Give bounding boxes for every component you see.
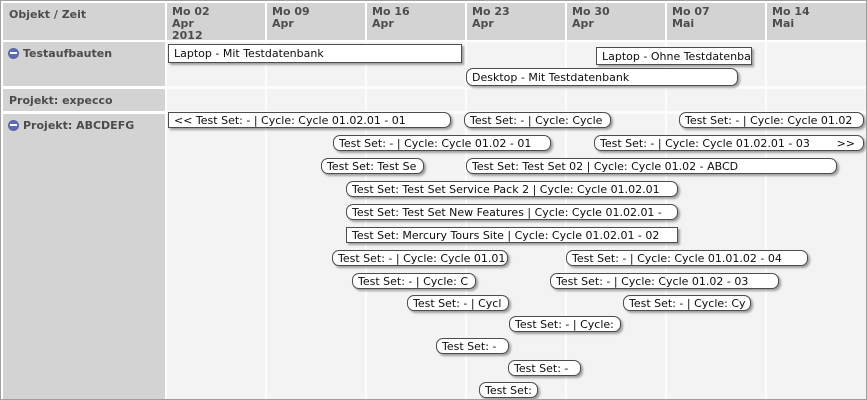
- gantt-bar-label: Test Set: - | Cycle:: [515, 317, 614, 331]
- gantt-bar[interactable]: Test Set: - | Cycle: Cycle: [464, 112, 611, 128]
- collapse-minus-icon[interactable]: [8, 120, 19, 131]
- gantt-bar-label: Test Set: Test Se: [327, 159, 417, 173]
- timeline-grid: [167, 42, 866, 399]
- gantt-bar-label: Test Set: Mercury Tours Site | Cycle: Cy…: [352, 228, 660, 242]
- gantt-bar-label: Test Set: - | Cycle: Cycle 01.02 - 01: [339, 136, 532, 150]
- gantt-bar-label: Test Set: - | Cycl: [413, 296, 502, 310]
- gantt-bar[interactable]: Test Set: - | Cycle: Cycle 01.02: [679, 112, 864, 128]
- gantt-bar-label: Test Set: -: [442, 339, 497, 353]
- gantt-bar[interactable]: Test Set: - | Cycle: C: [352, 273, 476, 289]
- gantt-bar[interactable]: Desktop - Mit Testdatenbank: [466, 68, 738, 86]
- week-column: [167, 42, 265, 399]
- gantt-bar[interactable]: Laptop - Ohne Testdatenbank: [596, 47, 752, 65]
- gantt-bar-label: Test Set: - | Cycle: Cycle: [470, 113, 603, 127]
- gantt-bar[interactable]: Test Set: Test Se: [321, 158, 424, 174]
- gantt-bar[interactable]: Test Set: Test Set New Features | Cycle:…: [346, 204, 678, 220]
- gantt-bar[interactable]: Test Set: -: [508, 360, 581, 376]
- sidebar-row-label: Projekt: ABCDEFG: [23, 119, 135, 132]
- section-separator: [167, 86, 866, 89]
- gantt-bar-label: Test Set: - | Cycle: Cycle 01.01: [338, 251, 506, 265]
- gantt-bar-label: Test Set: - | Cycle: Cycle 01.02.01 - 03: [600, 136, 810, 150]
- timeline-header-week: Mo 02 Apr 2012: [167, 3, 265, 42]
- gantt-bar-label: Test Set: Test Set 02 | Cycle: Cycle 01.…: [472, 159, 739, 173]
- week-column: [667, 42, 765, 399]
- week-column: [767, 42, 866, 399]
- gantt-bar[interactable]: Test Set: -: [436, 338, 509, 354]
- gantt-bar-label: Test Set: Test Set Service Pack 2 | Cycl…: [352, 182, 660, 196]
- gantt-bar-label: Test Set: Test Set New Features | Cycle:…: [352, 205, 662, 219]
- gantt-bar-label: Test Set: -: [514, 361, 569, 375]
- column-header-objekt-zeit: Objekt / Zeit: [3, 3, 165, 40]
- gantt-bar[interactable]: Test Set: - | Cycle: Cycle 01.02.01 - 03…: [594, 135, 864, 151]
- gantt-bar-label: Laptop - Mit Testdatenbank: [174, 47, 324, 60]
- gantt-bar-label: Desktop - Mit Testdatenbank: [472, 70, 630, 84]
- gantt-bar[interactable]: Test Set: - | Cycle: Cycle 01.02 - 01: [333, 135, 551, 151]
- week-column: [567, 42, 665, 399]
- timeline-header-week: Mo 23 Apr: [467, 3, 565, 40]
- sidebar-row-label: Testaufbauten: [23, 47, 113, 60]
- gantt-bar[interactable]: << Test Set: - | Cycle: Cycle 01.02.01 -…: [168, 112, 451, 128]
- gantt-bar-label: Laptop - Ohne Testdatenbank: [602, 49, 751, 63]
- gantt-bar-label: << Test Set: - | Cycle: Cycle 01.02.01 -…: [174, 113, 406, 127]
- timeline-header-week: Mo 14 Mai: [767, 3, 866, 40]
- week-column: [267, 42, 365, 399]
- gantt-bar-label: Test Set:: [485, 383, 532, 397]
- gantt-bar-label: Test Set: - | Cycle: C: [358, 274, 469, 288]
- timeline-header-week: Mo 09 Apr: [267, 3, 365, 40]
- sidebar-row-projekt-expecco[interactable]: Projekt: expecco: [3, 89, 165, 111]
- gantt-bar[interactable]: Test Set: - | Cycle:: [509, 316, 621, 332]
- gantt-bar[interactable]: Test Set: - | Cycle: Cycle 01.01: [332, 250, 508, 266]
- sidebar-row-testaufbauten[interactable]: Testaufbauten: [3, 42, 165, 86]
- gantt-bar[interactable]: Test Set: Test Set Service Pack 2 | Cycl…: [346, 181, 678, 197]
- sidebar-row-label: Projekt: expecco: [9, 94, 113, 107]
- gantt-bar[interactable]: Test Set: - | Cycle: Cy: [623, 295, 751, 311]
- timeline-header-week: Mo 30 Apr: [567, 3, 665, 40]
- gantt-bar[interactable]: Test Set: Mercury Tours Site | Cycle: Cy…: [346, 227, 678, 243]
- gantt-bar-label: Test Set: - | Cycle: Cycle 01.02 - 03: [556, 274, 749, 288]
- gantt-bar[interactable]: Test Set:: [479, 382, 538, 398]
- gantt-bar-label: Test Set: - | Cycle: Cycle 01.02: [685, 113, 853, 127]
- gantt-bar[interactable]: Test Set: - | Cycle: Cycle 01.02 - 03: [550, 273, 779, 289]
- gantt-bar[interactable]: Laptop - Mit Testdatenbank: [168, 44, 462, 63]
- gantt-bar[interactable]: Test Set: - | Cycl: [407, 295, 509, 311]
- gantt-bar-label: Test Set: - | Cycle: Cy: [629, 296, 746, 310]
- timeline-header-week: Mo 16 Apr: [367, 3, 465, 40]
- gantt-bar[interactable]: Test Set: Test Set 02 | Cycle: Cycle 01.…: [466, 158, 837, 174]
- continues-right-marker: >>: [836, 136, 855, 150]
- gantt-bar[interactable]: Test Set: - | Cycle: Cycle 01.01.02 - 04: [566, 250, 808, 266]
- sidebar-row-projekt-abcdefg[interactable]: Projekt: ABCDEFG: [3, 114, 165, 399]
- corner-header-label: Objekt / Zeit: [9, 8, 87, 21]
- timeline-header-week: Mo 07 Mai: [667, 3, 765, 40]
- collapse-minus-icon[interactable]: [8, 48, 19, 59]
- gantt-bar-label: Test Set: - | Cycle: Cycle 01.01.02 - 04: [572, 251, 782, 265]
